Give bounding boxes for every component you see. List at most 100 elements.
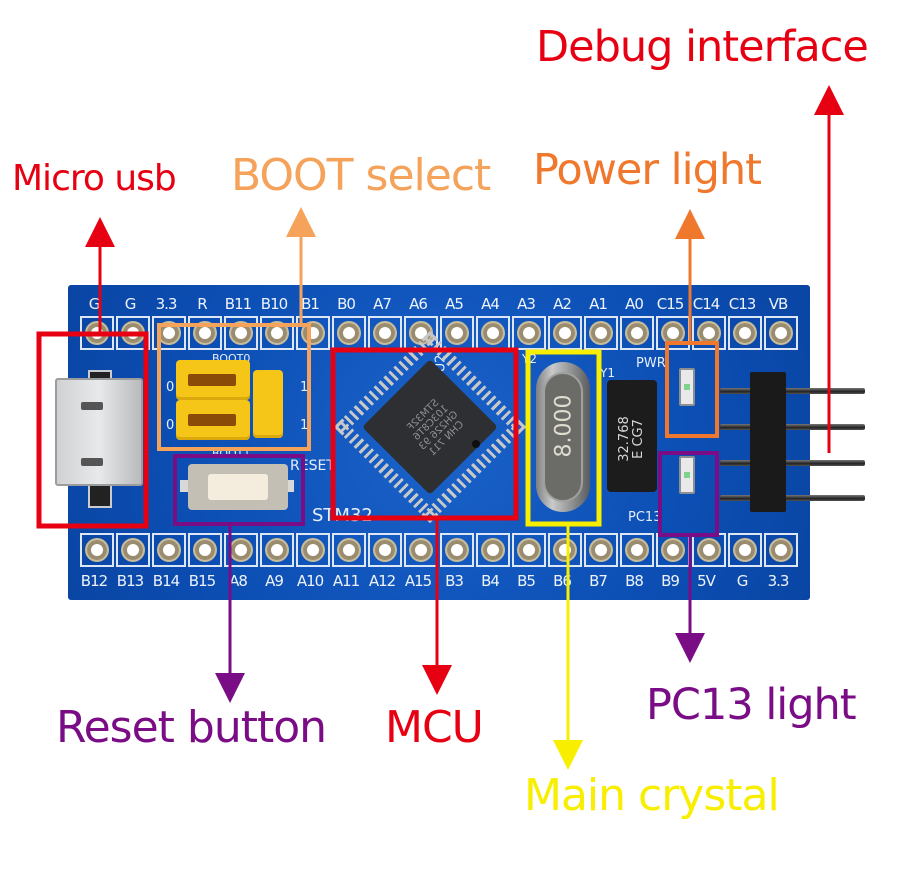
pin-label: B9 [661, 572, 680, 590]
pin-hole [591, 540, 611, 560]
jumper-slot [188, 374, 236, 386]
pin-label: G [736, 572, 749, 590]
pin-hole [375, 540, 395, 560]
header-pin [720, 495, 865, 501]
pin-label: A4 [481, 295, 500, 313]
pin-hole [195, 323, 215, 343]
pin-hole [231, 540, 251, 560]
pin-pad [332, 316, 366, 350]
pin-hole [231, 323, 251, 343]
pin-hole [159, 540, 179, 560]
pc13-led [679, 456, 695, 494]
pin-hole [483, 540, 503, 560]
pin-pad [548, 533, 582, 567]
pin-label: 3.3 [155, 295, 178, 313]
pin-hole [447, 540, 467, 560]
pin-pad [440, 533, 474, 567]
pin-hole [375, 323, 395, 343]
rtc-marking: 32.768 E CG7 [617, 403, 646, 475]
reset-button[interactable] [180, 462, 294, 512]
pin-hole [123, 540, 143, 560]
mcu-pin1-dot [472, 440, 480, 448]
pin-hole [339, 323, 359, 343]
pin-label: 5V [697, 572, 716, 590]
rtc-crystal [607, 380, 657, 492]
silk-reset: RESET [290, 458, 335, 474]
label-reset-button: Reset button [56, 702, 327, 753]
crystal-marking: 8.000 [551, 394, 577, 458]
pin-label: A2 [553, 295, 572, 313]
pin-pad [512, 316, 546, 350]
pin-pad [512, 533, 546, 567]
jumper-slot [188, 414, 236, 426]
pin-pad [692, 533, 726, 567]
boot-pin-header [253, 370, 283, 438]
label-pc13-light: PC13 light [646, 680, 857, 730]
pin-hole [627, 323, 647, 343]
led-die [684, 472, 690, 478]
pin-hole [555, 323, 575, 343]
pin-pad [260, 533, 294, 567]
pin-label: B5 [517, 572, 536, 590]
boot0-jumper[interactable] [176, 360, 250, 400]
pin-pad [620, 316, 654, 350]
label-mcu: MCU [385, 702, 484, 753]
pin-label: B14 [152, 572, 180, 590]
pin-hole [267, 540, 287, 560]
pin-pad [692, 316, 726, 350]
pin-label: G [124, 295, 137, 313]
pin-pad [728, 533, 762, 567]
pin-hole [303, 540, 323, 560]
pin-pad [224, 316, 258, 350]
silk-one: 1 [300, 418, 309, 433]
label-micro-usb: Micro usb [12, 158, 177, 199]
pin-label: C14 [692, 295, 721, 313]
pin-pad [764, 316, 798, 350]
pin-pad [548, 316, 582, 350]
pin-pad [620, 533, 654, 567]
pin-label: B12 [80, 572, 108, 590]
pin-hole [771, 540, 791, 560]
pin-pad [476, 316, 510, 350]
pin-label: B4 [481, 572, 500, 590]
power-led [679, 368, 695, 406]
boot1-jumper[interactable] [176, 400, 250, 440]
pin-label: B7 [589, 572, 608, 590]
pin-pad [80, 316, 114, 350]
rtc-marking-line: E CG7 [631, 419, 646, 459]
label-boot-select: BOOT select [231, 150, 491, 201]
pin-hole [519, 323, 539, 343]
pin-pad [224, 533, 258, 567]
label-debug-interface: Debug interface [536, 22, 869, 72]
pin-hole [483, 323, 503, 343]
silk-y1: Y1 [600, 366, 615, 380]
header-pin [720, 460, 865, 466]
pin-label: B6 [553, 572, 572, 590]
pin-pad [368, 316, 402, 350]
pin-pad [656, 533, 690, 567]
pin-hole [447, 323, 467, 343]
silk-stm32: STM32 [312, 505, 373, 526]
pin-hole [303, 323, 323, 343]
pin-pad [188, 316, 222, 350]
silk-pwr: PWR [636, 356, 666, 371]
pin-label: A1 [589, 295, 608, 313]
pin-pad [440, 316, 474, 350]
pin-pad [296, 533, 330, 567]
pin-hole [87, 323, 107, 343]
pin-hole [627, 540, 647, 560]
pin-label: A9 [265, 572, 284, 590]
pin-pad [332, 533, 366, 567]
usb-slot [81, 402, 103, 410]
pin-pad [260, 316, 294, 350]
pin-label: 3.3 [767, 572, 790, 590]
pin-hole [555, 540, 575, 560]
pin-label: B0 [337, 295, 356, 313]
top-pin-labels: G G 3.3 R B11 B10 B1 B0 A7 A6 A5 A4 A3 A… [76, 295, 796, 313]
pin-pad [584, 533, 618, 567]
pin-label: A6 [409, 295, 428, 313]
pin-pad [152, 533, 186, 567]
pin-pad [116, 533, 150, 567]
debug-header [750, 372, 786, 512]
pin-label: A12 [368, 572, 396, 590]
